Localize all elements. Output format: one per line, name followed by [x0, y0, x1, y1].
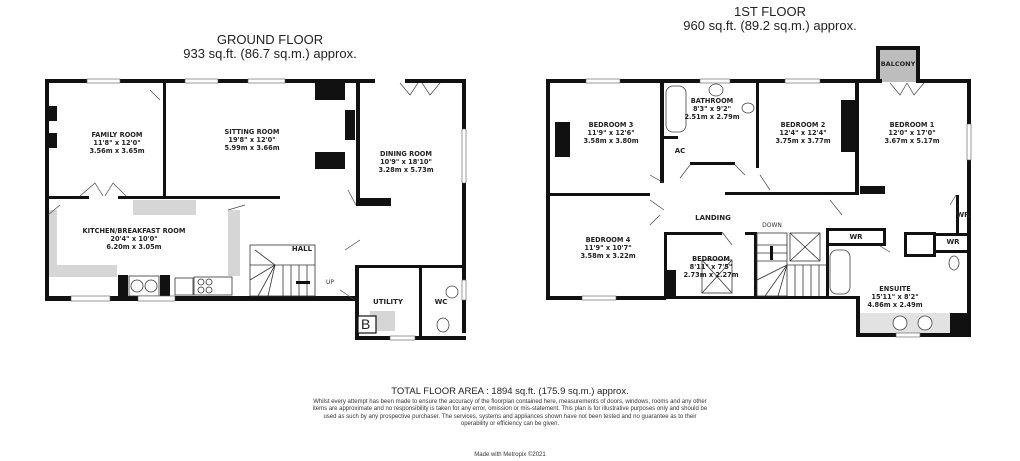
room-hall: HALL	[291, 245, 313, 253]
room-landing: LANDING	[695, 214, 731, 222]
kitchen-worktop	[133, 200, 196, 215]
wardrobe-label-3: WR	[956, 211, 970, 219]
room-imperial: 20'4" x 10'0"	[110, 235, 158, 243]
room-name: BEDROOM 4	[585, 236, 631, 244]
room-ensuite: ENSUITE 15'11" x 8'2" 4.86m x 2.49m	[867, 285, 922, 309]
first-floor-area: 960 sq.ft. (89.2 sq.m.) approx.	[683, 18, 857, 33]
room-name: FAMILY ROOM	[91, 131, 143, 139]
room-name: BEDROOM	[692, 255, 730, 263]
room-metric: 6.20m x 3.05m	[106, 243, 162, 251]
room-imperial: 8'3" x 9'2"	[692, 105, 732, 113]
boiler-label: B	[361, 316, 371, 332]
disclaimer-text: Whilst every attempt has been made to en…	[312, 399, 708, 428]
room-imperial: 12'0" x 17'0"	[888, 129, 936, 137]
wardrobe-label-1: WR	[849, 233, 863, 241]
room-metric: 2.51m x 2.79m	[684, 113, 740, 121]
ground-floor-title: GROUND FLOOR	[216, 32, 324, 47]
room-bedroom-3: BEDROOM 3 11'9" x 12'6" 3.58m x 3.80m	[583, 121, 638, 145]
ac-cupboard-label: AC	[674, 147, 686, 155]
room-bedroom-2: BEDROOM 2 12'4" x 12'4" 3.75m x 3.77m	[775, 121, 830, 145]
room-bedroom-4: BEDROOM 4 11'9" x 10'7" 3.58m x 3.22m	[580, 236, 635, 260]
wardrobe-label-2: WR	[946, 238, 960, 246]
room-bedroom-5: BEDROOM 8'11" x 7'5" 2.73m x 2.27m	[683, 255, 738, 279]
room-metric: 3.58m x 3.80m	[583, 137, 639, 145]
stairs-down-label: DOWN	[762, 222, 782, 229]
room-metric: 4.86m x 2.49m	[867, 301, 923, 309]
room-imperial: 11'9" x 12'6"	[587, 129, 635, 137]
room-imperial: 10'9" x 18'10"	[380, 158, 432, 166]
first-floor-header: 1ST FLOOR 960 sq.ft. (89.2 sq.m.) approx…	[620, 5, 920, 33]
room-metric: 3.67m x 5.17m	[884, 137, 940, 145]
room-name: BEDROOM 2	[780, 121, 826, 129]
room-name: KITCHEN/BREAKFAST ROOM	[82, 227, 186, 235]
room-dining-room: DINING ROOM 10'9" x 18'10" 3.28m x 5.73m	[378, 150, 433, 174]
ground-floor-header: GROUND FLOOR 933 sq.ft. (86.7 sq.m.) app…	[120, 33, 420, 61]
room-family-room: FAMILY ROOM 11'8" x 12'0" 3.56m x 3.65m	[89, 131, 144, 155]
balcony-area	[878, 47, 918, 82]
room-metric: 3.58m x 3.22m	[580, 252, 636, 260]
room-name: BEDROOM 1	[889, 121, 935, 129]
ground-floor-area: 933 sq.ft. (86.7 sq.m.) approx.	[183, 46, 357, 61]
room-bedroom-1: BEDROOM 1 12'0" x 17'0" 3.67m x 5.17m	[884, 121, 939, 145]
total-floor-area: TOTAL FLOOR AREA : 1894 sq.ft. (175.9 sq…	[391, 386, 629, 397]
room-imperial: 11'8" x 12'0"	[93, 139, 141, 147]
room-utility: UTILITY	[373, 298, 403, 306]
room-metric: 3.28m x 5.73m	[378, 166, 434, 174]
stairs-up-label: UP	[325, 279, 335, 286]
room-metric: 2.73m x 2.27m	[683, 271, 739, 279]
room-name: ENSUITE	[879, 285, 911, 293]
room-kitchen: KITCHEN/BREAKFAST ROOM 20'4" x 10'0" 6.2…	[83, 227, 186, 251]
room-wc: WC	[434, 298, 448, 306]
first-floor-title: 1ST FLOOR	[733, 4, 806, 19]
room-metric: 3.56m x 3.65m	[89, 147, 145, 155]
room-bathroom: BATHROOM 8'3" x 9'2" 2.51m x 2.79m	[684, 97, 739, 121]
room-metric: 5.99m x 3.66m	[224, 144, 280, 152]
first-floor-plan	[546, 46, 972, 338]
made-with-credit: Made with Metropix ©2021	[474, 452, 546, 458]
room-metric: 3.75m x 3.77m	[775, 137, 831, 145]
room-sitting-room: SITTING ROOM 19'8" x 12'0" 5.99m x 3.66m	[224, 128, 279, 152]
room-name: BEDROOM 3	[588, 121, 634, 129]
room-imperial: 11'9" x 10'7"	[584, 244, 632, 252]
room-name: BATHROOM	[690, 97, 734, 105]
room-imperial: 19'8" x 12'0"	[228, 136, 276, 144]
room-name: SITTING ROOM	[224, 128, 280, 136]
room-imperial: 8'11" x 7'5"	[689, 263, 733, 271]
room-balcony: BALCONY	[880, 60, 916, 68]
ground-floor-plan	[45, 78, 467, 341]
room-imperial: 12'4" x 12'4"	[779, 129, 827, 137]
room-imperial: 15'11" x 8'2"	[871, 293, 919, 301]
room-name: DINING ROOM	[380, 150, 432, 158]
